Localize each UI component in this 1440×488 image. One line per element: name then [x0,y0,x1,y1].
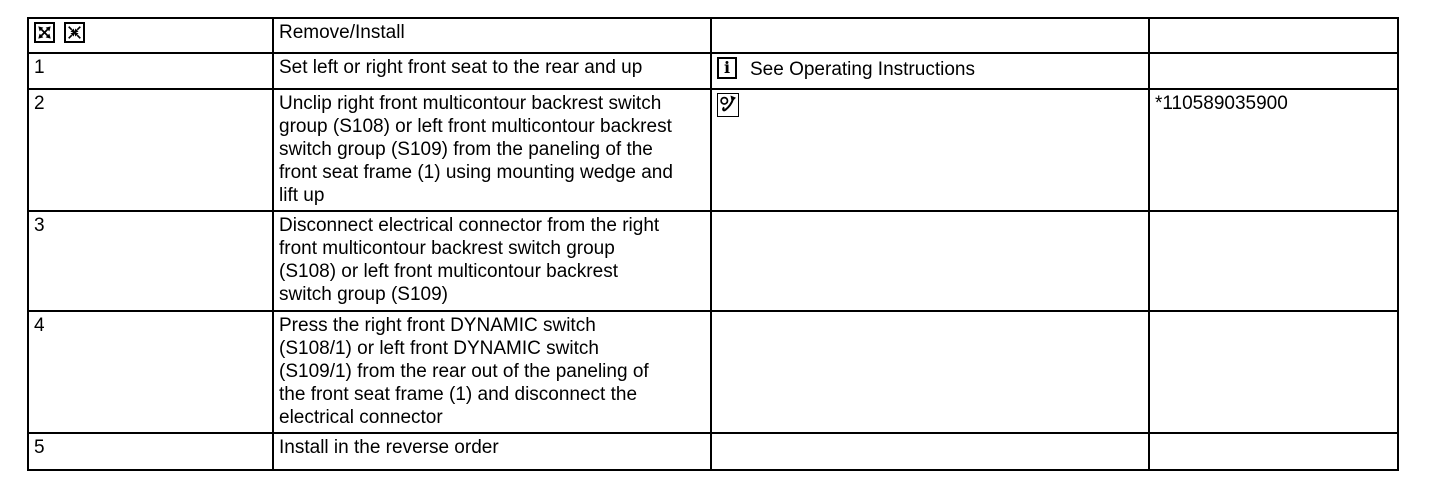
tool-icon [717,93,739,117]
step-number: 4 [34,315,45,336]
table-header-row: Remove/Install [27,17,1399,54]
note-cell [710,88,1150,212]
step-number: 3 [34,215,45,236]
table-row: 1 Set left or right front seat to the re… [27,52,1399,90]
step-number-cell: 5 [27,432,274,471]
table-title-cell: Remove/Install [272,17,712,54]
header-part-cell [1148,17,1399,54]
collapse-icon[interactable] [64,22,85,43]
step-number-cell: 3 [27,210,274,312]
info-icon: i [717,57,737,79]
part-number-cell: *110589035900 [1148,88,1399,212]
step-number: 1 [34,57,45,78]
instruction-cell: Disconnect electrical connector from the… [272,210,712,312]
instruction-cell: Set left or right front seat to the rear… [272,52,712,90]
note-cell: i See Operating Instructions [710,52,1150,90]
note-text: See Operating Instructions [750,59,975,80]
table-row: 3 Disconnect electrical connector from t… [27,210,1399,312]
instruction-cell: Unclip right front multicontour backrest… [272,88,712,212]
remove-install-procedure-table: Remove/Install 1 Set left or right front… [27,17,1399,471]
note-cell [710,310,1150,434]
instruction-cell: Install in the reverse order [272,432,712,471]
part-number-cell [1148,310,1399,434]
table-row: 2 Unclip right front multicontour backre… [27,88,1399,212]
step-number-cell: 2 [27,88,274,212]
step-number-cell: 4 [27,310,274,434]
expand-icon[interactable] [34,22,55,43]
part-number-cell [1148,210,1399,312]
note-cell [710,432,1150,471]
note-cell [710,210,1150,312]
instruction-cell: Press the right front DYNAMIC switch (S1… [272,310,712,434]
table-row: 4 Press the right front DYNAMIC switch (… [27,310,1399,434]
step-number-cell: 1 [27,52,274,90]
table-title: Remove/Install [279,22,405,43]
step-number: 5 [34,437,45,458]
step-number: 2 [34,93,45,114]
header-note-cell [710,17,1150,54]
table-row: 5 Install in the reverse order [27,432,1399,471]
part-number-cell [1148,432,1399,471]
part-number-cell [1148,52,1399,90]
header-icons-cell [27,17,274,54]
